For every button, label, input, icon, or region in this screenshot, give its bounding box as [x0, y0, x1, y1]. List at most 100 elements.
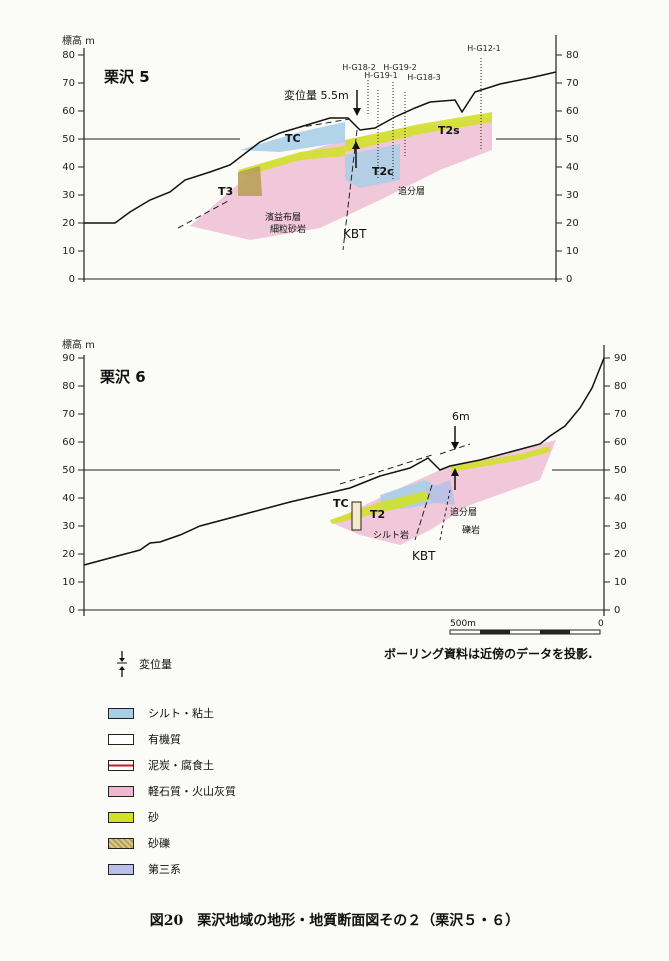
borehole-label: H-G18-3 — [407, 73, 441, 82]
tick-80: 80 — [62, 381, 75, 392]
unit-labels: TC T2s T2c T3 — [218, 124, 460, 198]
borehole-column — [351, 501, 362, 531]
legend-item: 砂礫 — [108, 835, 170, 851]
borehole-label: H-G19-1 — [364, 71, 398, 80]
borehole-label: H-G18-2 — [342, 63, 376, 72]
gravel-lens — [238, 166, 262, 196]
rtick-80: 80 — [614, 381, 627, 392]
rtick-10: 10 — [614, 577, 627, 588]
tick-0: 0 — [69, 605, 75, 616]
label-oiwake: 追分層 — [398, 185, 425, 197]
projected-surface — [295, 118, 351, 129]
rtick-90: 90 — [614, 353, 627, 364]
rtick-10: 10 — [566, 246, 579, 257]
legend-item: 砂 — [108, 809, 159, 825]
label-silt-rock: シルト岩 — [373, 529, 409, 541]
tick-40: 40 — [62, 162, 75, 173]
tick-60: 60 — [62, 437, 75, 448]
tick-50: 50 — [62, 465, 75, 476]
displacement-label: 変位量 5.5m — [284, 88, 349, 102]
legend-swatch — [108, 759, 134, 771]
rtick-20: 20 — [614, 549, 627, 560]
label-tc: TC — [285, 132, 301, 145]
silt-clay-lower — [345, 144, 400, 188]
legend-item: シルト・粘土 — [108, 705, 214, 721]
label-t2s: T2s — [438, 124, 460, 137]
pumice-layer — [190, 118, 492, 240]
scale-bar — [449, 629, 601, 635]
borehole-labels: H-G18-2 H-G19-1 H-G19-2 H-G18-3 H-G12-1 — [342, 44, 501, 82]
section2-svg: 0 10 20 30 40 50 60 70 80 90 0 10 20 30 … — [62, 338, 627, 635]
legend-label: 砂礫 — [148, 837, 170, 850]
legend-label: 第三系 — [148, 863, 181, 876]
unit-labels: TC T2 — [333, 497, 385, 521]
rtick-40: 40 — [614, 493, 627, 504]
tick-10: 10 — [62, 246, 75, 257]
scale-right-label: 0 — [598, 619, 604, 629]
fault-kbt — [414, 484, 433, 541]
rtick-60: 60 — [566, 106, 579, 117]
legend-item: 第三系 — [108, 861, 181, 877]
rtick-30: 30 — [614, 521, 627, 532]
projected-surface-left — [339, 454, 433, 485]
ground-surface — [84, 71, 557, 224]
rtick-0: 0 — [566, 274, 572, 285]
label-oiwake: 追分層 — [450, 506, 477, 518]
y-axis-label: 標高 m — [62, 34, 95, 47]
fault-kbt — [342, 129, 358, 251]
legend-swatch — [108, 811, 134, 823]
label-kbt: KBT — [343, 227, 367, 241]
tick-30: 30 — [62, 190, 75, 201]
legend-label: 砂 — [148, 811, 159, 824]
borehole-note: ボーリング資料は近傍のデータを投影. — [384, 647, 593, 661]
label-hamamasu: 濱益布層 — [265, 211, 301, 223]
rtick-80: 80 — [566, 50, 579, 61]
sand-layer-t2s — [345, 112, 492, 152]
tick-70: 70 — [62, 78, 75, 89]
tick-0: 0 — [69, 274, 75, 285]
rtick-50: 50 — [566, 134, 579, 145]
legend-item: 軽石質・火山灰質 — [108, 783, 236, 799]
sand-layer-upper — [238, 146, 345, 176]
legend-swatch — [108, 785, 134, 797]
fault-branch — [439, 489, 451, 541]
displacement-label: 6m — [452, 410, 470, 423]
rtick-20: 20 — [566, 218, 579, 229]
label-kbt: KBT — [412, 549, 436, 563]
ground-surface — [83, 357, 605, 566]
scale-left-label: 500m — [450, 619, 476, 629]
boreholes — [367, 58, 482, 180]
left-tick-labels: 0 10 20 30 40 50 60 70 80 — [62, 50, 84, 285]
tick-40: 40 — [62, 493, 75, 504]
legend-label: 泥炭・腐食土 — [148, 759, 214, 772]
tick-70: 70 — [62, 409, 75, 420]
tick-30: 30 — [62, 521, 75, 532]
displacement-arrows — [352, 90, 361, 168]
legend-label: 軽石質・火山灰質 — [148, 785, 236, 798]
tick-20: 20 — [62, 218, 75, 229]
legend-swatch — [108, 707, 134, 719]
rtick-70: 70 — [614, 409, 627, 420]
legend-swatch — [108, 733, 134, 745]
legend-item: 有機質 — [108, 731, 181, 747]
label-fine-sandstone: 細粒砂岩 — [270, 223, 306, 235]
tick-20: 20 — [62, 549, 75, 560]
right-tick-labels: 0 10 20 30 40 50 60 70 80 — [556, 50, 579, 285]
left-tick-labels: 0 10 20 30 40 50 60 70 80 90 — [62, 353, 84, 616]
displacement-arrows — [451, 426, 459, 490]
legend-swatch — [108, 837, 134, 849]
tick-90: 90 — [62, 353, 75, 364]
label-conglomerate: 礫岩 — [462, 524, 480, 536]
section-title: 栗沢 5 — [104, 68, 150, 86]
figure-caption: 図20 栗沢地域の地形・地質断面図その２（栗沢５・６） — [149, 913, 520, 929]
legend-label: 有機質 — [148, 733, 181, 746]
rtick-50: 50 — [614, 465, 627, 476]
legend-item: 泥炭・腐食土 — [108, 757, 214, 773]
label-t2c: T2c — [372, 165, 394, 178]
label-tc: TC — [333, 497, 349, 510]
cross-section-kurisawa-6: 0 10 20 30 40 50 60 70 80 90 0 10 20 30 … — [0, 330, 669, 660]
displacement-legend: 変位量 — [115, 650, 172, 678]
rtick-40: 40 — [566, 162, 579, 173]
right-tick-labels: 0 10 20 30 40 50 60 70 80 90 — [604, 353, 627, 616]
tick-80: 80 — [62, 50, 75, 61]
